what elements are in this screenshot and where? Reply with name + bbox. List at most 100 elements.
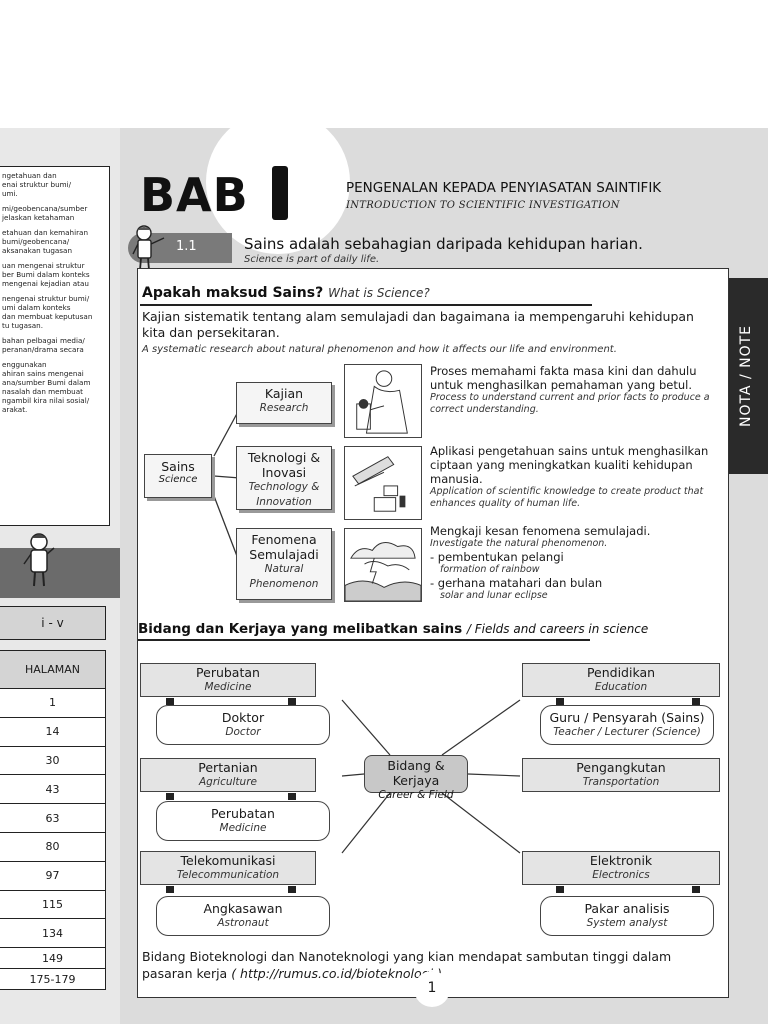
divider — [138, 639, 590, 641]
career-label: Angkasawan — [203, 901, 283, 916]
phenomenon-label-en: Natural Phenomenon — [249, 563, 319, 590]
what-heading: Apakah maksud Sains? What is Science? — [142, 285, 430, 301]
what-heading-ms: Apakah maksud Sains? — [142, 285, 324, 301]
center-label: Bidang & Kerjaya — [387, 758, 445, 788]
career-label: Doktor — [221, 710, 265, 725]
table-row: 149 — [0, 947, 106, 969]
career-label-en: System analyst — [586, 917, 668, 929]
connector-stub — [288, 886, 296, 893]
table-row: 63 — [0, 803, 106, 833]
field-label-en: Electronics — [592, 869, 650, 881]
left-band — [0, 548, 120, 598]
field-label: Pertanian — [198, 760, 258, 775]
chapter-page: BAB PENGENALAN KEPADA PENYIASATAN SAINTI… — [120, 110, 768, 1024]
technology-desc-ms: Aplikasi pengetahuan sains untuk menghas… — [430, 444, 709, 486]
field-label: Elektronik — [589, 853, 653, 868]
field-label: Telekomunikasi — [180, 853, 276, 868]
career-label-en: Doctor — [225, 726, 261, 738]
nota-tab — [728, 278, 768, 474]
fields-heading-en: / Fields and careers in science — [466, 622, 649, 636]
phenomenon-description: Mengkaji kesan fenomena semulajadi. Inve… — [430, 524, 730, 602]
biotech-note-text: Bidang Bioteknologi dan Nanoteknologi ya… — [142, 949, 672, 981]
career-label-en: Teacher / Lecturer (Science) — [553, 726, 701, 738]
career-label-en: Astronaut — [217, 917, 269, 929]
field-label-en: Education — [594, 681, 648, 693]
page-index-table: HALAMAN 1 14 30 43 63 80 97 115 134 149 … — [0, 650, 106, 991]
field-agriculture: Pertanian Agriculture — [140, 758, 316, 792]
bullet-eclipse: - gerhana matahari dan bulan — [430, 576, 603, 590]
connector-stub — [288, 698, 296, 705]
connector-stub — [288, 793, 296, 800]
field-transportation: Pengangkutan Transportation — [522, 758, 720, 792]
field-label: Pengangkutan — [576, 760, 666, 775]
science-node-label: Sains — [161, 459, 195, 474]
technology-node: Teknologi & Inovasi Technology & Innovat… — [236, 446, 332, 510]
research-desc-ms: Proses memahami fakta masa kini dan dahu… — [430, 364, 697, 392]
field-electronics: Elektronik Electronics — [522, 851, 720, 885]
career-label: Guru / Pensyarah (Sains) — [549, 710, 705, 725]
fields-heading-ms: Bidang dan Kerjaya yang melibatkan sains — [138, 621, 463, 637]
fields-heading: Bidang dan Kerjaya yang melibatkan sains… — [138, 621, 648, 637]
science-definition: Kajian sistematik tentang alam semulajad… — [142, 309, 694, 340]
bullet-rainbow-en: formation of rainbow — [440, 564, 540, 575]
connector-stub — [692, 698, 700, 705]
career-field-center-node: Bidang & Kerjaya Career & Field — [364, 755, 468, 801]
note-6: bahan pelbagai media/ peranan/drama seca… — [2, 336, 85, 354]
chapter-label: BAB — [140, 168, 249, 222]
career-system-analyst: Pakar analisis System analyst — [540, 896, 714, 936]
field-telecommunication: Telekomunikasi Telecommunication — [140, 851, 316, 885]
career-label-en: Medicine — [219, 822, 267, 834]
student-mascot-icon — [23, 533, 55, 587]
page-number: 1 — [414, 971, 450, 1007]
science-node-label-en: Science — [158, 474, 198, 485]
technology-description: Aplikasi pengetahuan sains untuk menghas… — [430, 444, 730, 510]
technology-desc-en: Application of scientific knowledge to c… — [430, 486, 704, 509]
field-label-en: Agriculture — [199, 776, 257, 788]
table-row: 1 — [0, 688, 106, 718]
note-3: etahuan dan kemahiran bumi/geobencana/ a… — [2, 228, 89, 255]
note-4: uan mengenai struktur ber Bumi dalam kon… — [2, 261, 90, 288]
table-row: 134 — [0, 918, 106, 948]
scientist-microscope-image — [344, 364, 422, 438]
note-7: enggunakan ahiran sains mengenai ana/sum… — [2, 360, 91, 414]
biotech-link[interactable]: ( http://rumus.co.id/bioteknologi ) — [231, 966, 442, 981]
connector-stub — [556, 886, 564, 893]
center-label-en: Career & Field — [378, 789, 454, 801]
connector-stub — [166, 698, 174, 705]
student-pointing-icon — [132, 225, 165, 271]
research-label: Kajian — [264, 386, 304, 401]
nota-label: NOTA / NOTE — [738, 324, 754, 428]
table-row: 80 — [0, 831, 106, 862]
research-label-en: Research — [259, 402, 309, 414]
bullet-rainbow: - pembentukan pelangi — [430, 550, 564, 564]
table-row: 30 — [0, 745, 106, 775]
connector-stub — [166, 886, 174, 893]
career-label: Pakar analisis — [584, 901, 670, 916]
section-subtitle: Science is part of daily life. — [244, 254, 380, 265]
science-definition-en: A systematic research about natural phen… — [142, 344, 617, 355]
field-label-en: Telecommunication — [176, 869, 280, 881]
field-medicine: Perubatan Medicine — [140, 663, 316, 697]
research-description: Proses memahami fakta masa kini dan dahu… — [430, 364, 730, 416]
field-label: Perubatan — [196, 665, 260, 680]
previous-page: ngetahuan dan enai struktur bumi/ umi. m… — [0, 128, 120, 1024]
what-heading-en: What is Science? — [328, 286, 430, 300]
chapter-title: PENGENALAN KEPADA PENYIASATAN SAINTIFIK — [346, 180, 662, 196]
field-label-en: Transportation — [582, 776, 660, 788]
career-astronaut: Angkasawan Astronaut — [156, 896, 330, 936]
career-doctor: Doktor Doctor — [156, 705, 330, 745]
bullet-eclipse-en: solar and lunar eclipse — [440, 590, 548, 601]
note-2: mi/geobencana/sumber jelaskan ketahaman — [2, 204, 88, 222]
table-row: 115 — [0, 889, 106, 919]
phenomenon-node: Fenomena Semulajadi Natural Phenomenon — [236, 528, 332, 600]
career-label: Perubatan — [211, 806, 275, 821]
learning-standards-box: ngetahuan dan enai struktur bumi/ umi. m… — [0, 166, 110, 526]
chapter-number-glyph — [272, 166, 288, 220]
phenomenon-desc-ms: Mengkaji kesan fenomena semulajadi. — [430, 524, 651, 538]
table-row: 43 — [0, 774, 106, 804]
note-5: nengenai struktur bumi/ umi dalam kontek… — [2, 294, 93, 330]
technology-label: Teknologi & Inovasi — [247, 450, 321, 480]
table-row: 97 — [0, 860, 106, 891]
career-medicine: Perubatan Medicine — [156, 801, 330, 841]
natural-phenomenon-image — [344, 528, 422, 602]
